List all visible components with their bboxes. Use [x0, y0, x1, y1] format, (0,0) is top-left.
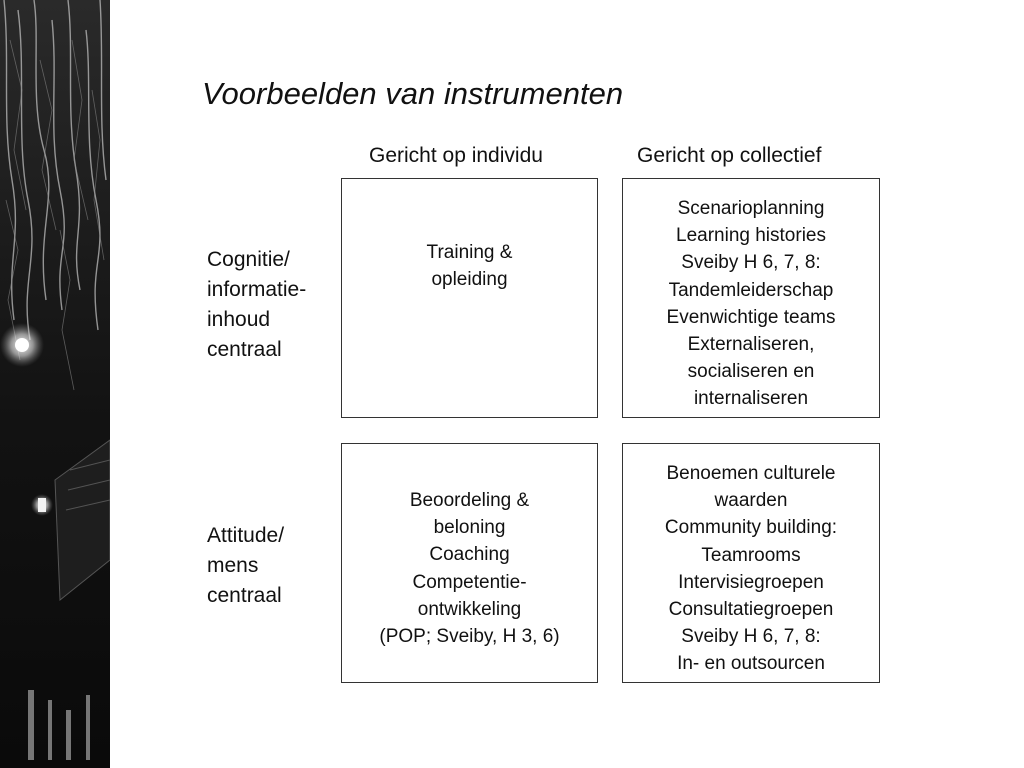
cell-line: Community building: [664, 517, 838, 539]
matrix-cell-attitude-collective: Benoemen culturele waarden Community bui… [622, 443, 880, 683]
column-header-individual: Gericht op individu [369, 144, 543, 167]
cell-line: In- en outsourcen [677, 653, 825, 675]
row-label-line: informatie- [207, 278, 307, 301]
cell-line: Tandemleiderschap [668, 279, 834, 301]
cell-line: ontwikkeling [417, 598, 522, 620]
cell-line: Coaching [429, 544, 510, 566]
cell-line: Sveiby H 6, 7, 8: [681, 252, 821, 274]
row-label-line: centraal [207, 584, 282, 607]
row-label-line: Cognitie/ [207, 248, 290, 271]
cell-line: waarden [714, 490, 788, 512]
row-label-attitude: Attitude/ mens centraal [207, 521, 284, 611]
cell-line: Consultatiegroepen [668, 599, 834, 621]
cell-line: Training & [426, 242, 513, 263]
row-label-line: inhoud [207, 308, 271, 331]
cell-line: Sveiby H 6, 7, 8: [681, 626, 821, 648]
decorative-photo-strip [0, 0, 110, 768]
cell-line: Beoordeling & [409, 490, 530, 511]
slide-title: Voorbeelden van instrumenten [202, 76, 624, 111]
cell-line: socialiseren en [687, 361, 815, 383]
matrix-cell-cognition-collective: Scenarioplanning Learning histories Svei… [622, 178, 880, 418]
cell-line: Learning histories [676, 225, 826, 247]
row-label-cognition: Cognitie/ informatie- inhoud centraal [207, 245, 306, 365]
cell-line: internaliseren [693, 388, 809, 410]
cell-line: Intervisiegroepen [678, 571, 824, 593]
cell-line: Externaliseren, [687, 334, 815, 356]
row-label-line: centraal [207, 338, 282, 361]
cell-line: Evenwichtige teams [666, 306, 836, 328]
cell-line: (POP; Sveiby, H 3, 6) [379, 626, 560, 648]
cell-line: Teamrooms [701, 544, 801, 566]
cell-line: opleiding [431, 269, 508, 290]
row-label-line: Attitude/ [207, 524, 285, 547]
cell-line: Competentie- [412, 571, 527, 593]
column-header-collective: Gericht op collectief [637, 144, 822, 167]
matrix-cell-cognition-individual: Training & opleiding [341, 178, 598, 418]
cell-line: Benoemen culturele [666, 463, 836, 484]
matrix-cell-attitude-individual: Beoordeling & beloning Coaching Competen… [341, 443, 598, 683]
row-label-line: mens [207, 554, 259, 577]
cell-line: Scenarioplanning [677, 198, 825, 219]
cell-line: beloning [433, 517, 506, 539]
photo-image [0, 0, 110, 768]
